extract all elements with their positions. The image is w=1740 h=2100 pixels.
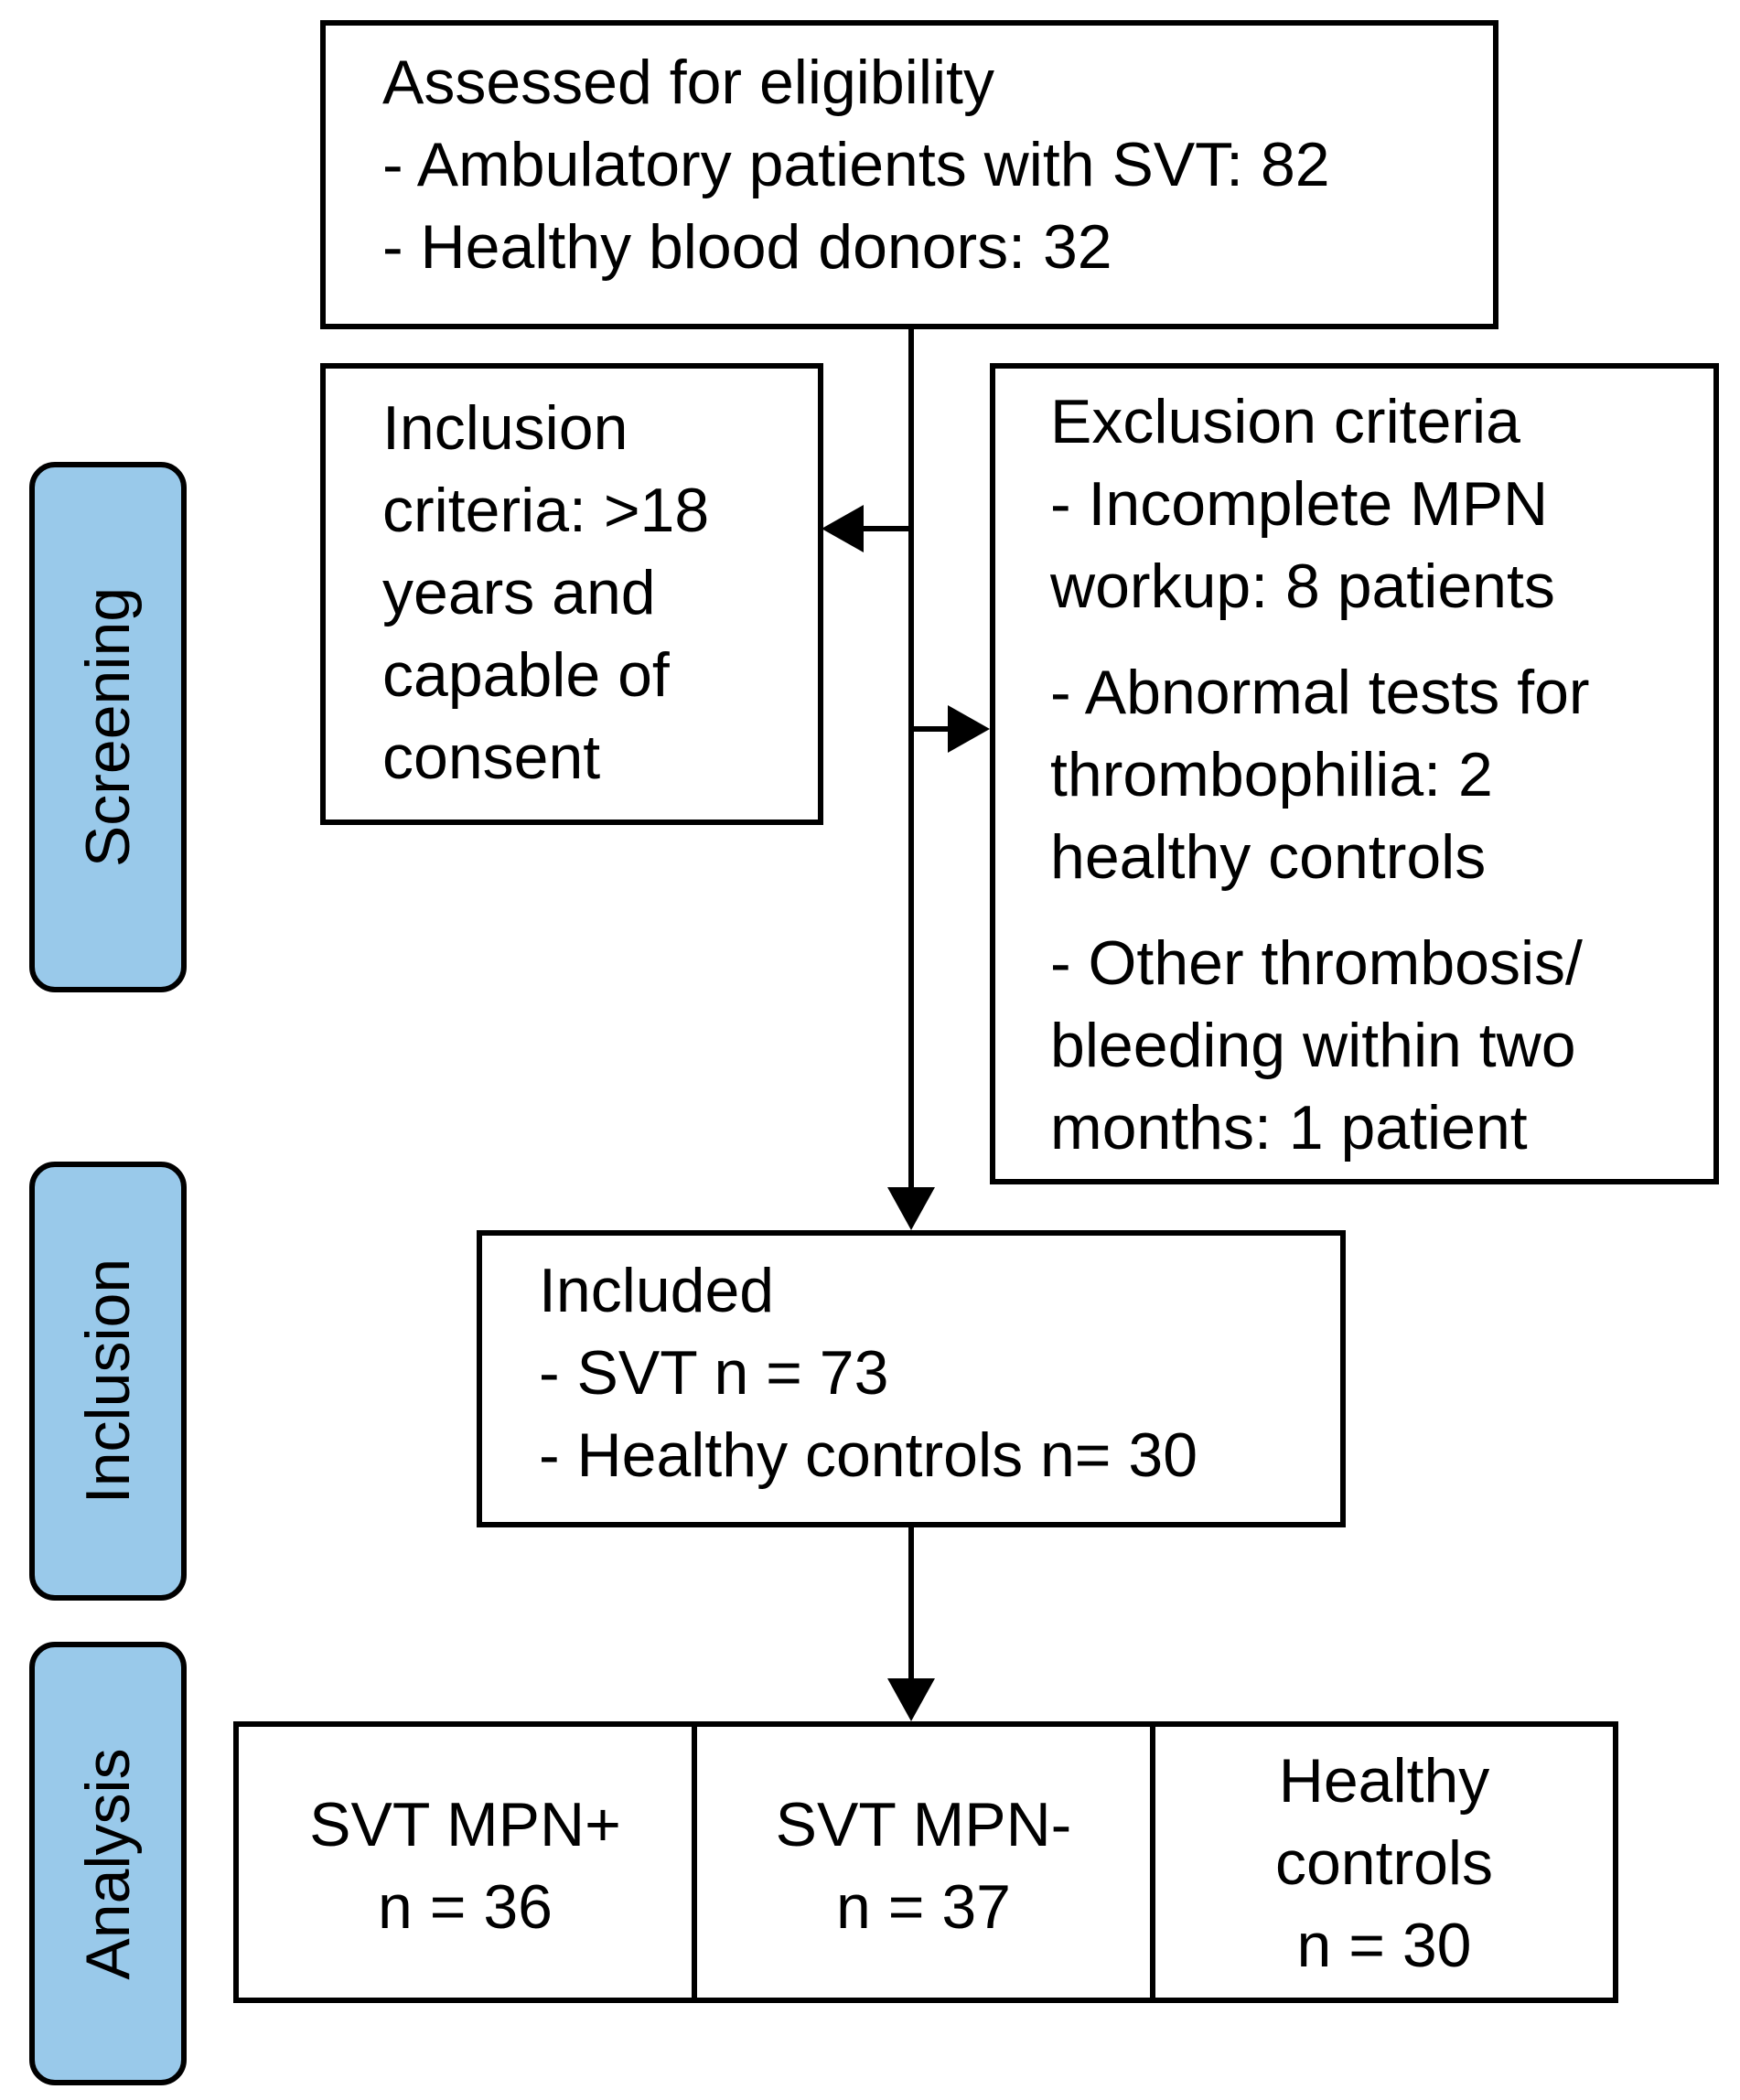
inclusion-criteria-line: criteria: >18 <box>382 476 710 545</box>
exclusion-item-line: months: 1 patient <box>1050 1093 1528 1162</box>
stage-inclusion: Inclusion <box>29 1162 187 1601</box>
exclusion-item-line: - Other thrombosis/ <box>1050 928 1583 998</box>
analysis-group-line: Healthy <box>1278 1746 1490 1816</box>
analysis-group-svt-mpn-negative: SVT MPN- n = 37 <box>692 1721 1155 2003</box>
inclusion-criteria-box: Inclusion criteria: >18 years and capabl… <box>320 363 823 825</box>
stage-analysis: Analysis <box>29 1642 187 2085</box>
exclusion-item-line: thrombophilia: 2 <box>1050 740 1493 809</box>
inclusion-criteria-text: Inclusion criteria: >18 years and capabl… <box>382 387 709 798</box>
exclusion-item-line: - Abnormal tests for <box>1050 658 1590 727</box>
inclusion-criteria-line: consent <box>382 723 601 792</box>
analysis-group-line: n = 30 <box>1296 1911 1472 1980</box>
analysis-group-line: n = 37 <box>836 1872 1011 1942</box>
included-box: Included - SVT n = 73 - Healthy controls… <box>477 1230 1346 1527</box>
analysis-group-line: controls <box>1274 1828 1494 1898</box>
included-line: - Healthy controls n= 30 <box>539 1420 1198 1490</box>
analysis-group-line: SVT MPN+ <box>309 1790 621 1859</box>
analysis-group-healthy-controls: Healthy controls n = 30 <box>1150 1721 1618 2003</box>
analysis-arrow-head <box>887 1678 935 1721</box>
analysis-group-svt-mpn-positive: SVT MPN+ n = 36 <box>233 1721 697 2003</box>
inclusion-criteria-line: years and <box>382 558 656 627</box>
inclusion-arrow-head <box>822 505 864 552</box>
included-title: Included <box>539 1256 775 1325</box>
eligibility-title: Assessed for eligibility <box>382 48 994 117</box>
included-arrow-head <box>887 1187 935 1230</box>
analysis-group-text: SVT MPN- n = 37 <box>697 1784 1150 1948</box>
eligibility-line: - Healthy blood donors: 32 <box>382 212 1112 282</box>
analysis-group-line: SVT MPN- <box>775 1790 1072 1859</box>
exclusion-item-line: - Incomplete MPN <box>1050 469 1549 539</box>
analysis-group-text: Healthy controls n = 30 <box>1155 1740 1613 1987</box>
exclusion-criteria-box: Exclusion criteria - Incomplete MPN work… <box>990 363 1719 1184</box>
exclusion-item-line: healthy controls <box>1050 822 1487 892</box>
included-line: - SVT n = 73 <box>539 1338 889 1408</box>
exclusion-item-line: bleeding within two <box>1050 1011 1576 1080</box>
exclusion-item-line: workup: 8 patients <box>1050 552 1555 621</box>
analysis-group-line: n = 36 <box>378 1872 553 1942</box>
inclusion-criteria-line: Inclusion <box>382 393 628 463</box>
included-text: Included - SVT n = 73 - Healthy controls… <box>539 1249 1198 1496</box>
stage-screening: Screening <box>29 462 187 992</box>
exclusion-criteria-text: Exclusion criteria - Incomplete MPN work… <box>1050 380 1590 1169</box>
eligibility-line: - Ambulatory patients with SVT: 82 <box>382 130 1330 199</box>
exclusion-arrow-head <box>948 705 990 753</box>
inclusion-criteria-line: capable of <box>382 640 670 710</box>
exclusion-criteria-title: Exclusion criteria <box>1050 387 1520 456</box>
analysis-group-text: SVT MPN+ n = 36 <box>239 1784 692 1948</box>
eligibility-text: Assessed for eligibility - Ambulatory pa… <box>382 41 1330 288</box>
eligibility-box: Assessed for eligibility - Ambulatory pa… <box>320 20 1498 329</box>
